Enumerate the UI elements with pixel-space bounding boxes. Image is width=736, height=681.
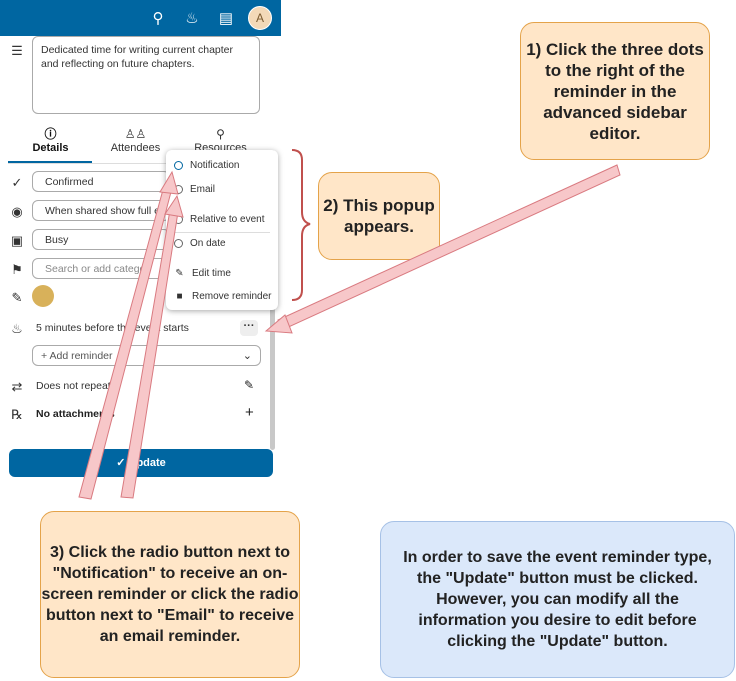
radio-icon[interactable] bbox=[174, 239, 183, 248]
option-label: Edit time bbox=[192, 268, 231, 279]
option-label: Email bbox=[190, 184, 216, 195]
radio-icon[interactable] bbox=[174, 185, 183, 194]
on-date-option[interactable]: On date bbox=[174, 238, 226, 249]
check-icon: ✓ bbox=[116, 457, 129, 469]
top-bar: ⚲ ♨ ▤ A bbox=[0, 0, 281, 36]
repeat-icon: ⇄ bbox=[11, 379, 23, 394]
update-button[interactable]: ✓ Update bbox=[9, 449, 273, 477]
edit-time-option[interactable]: ✎ Edit time bbox=[174, 268, 231, 279]
category-input[interactable]: Search or add categor bbox=[32, 258, 170, 279]
active-tab-indicator bbox=[8, 161, 92, 163]
popup-brace bbox=[291, 149, 311, 301]
callout-note: In order to save the event reminder type… bbox=[380, 521, 735, 678]
repeat-label: Does not repeat bbox=[36, 380, 111, 392]
notification-option[interactable]: Notification bbox=[174, 160, 239, 171]
reminder-options-popup: Notification Email Relative to event On … bbox=[166, 150, 278, 310]
attachments-label: No attachments bbox=[36, 408, 115, 420]
description-field[interactable]: Dedicated time for writing current chapt… bbox=[32, 36, 260, 114]
option-label: On date bbox=[190, 238, 226, 249]
relative-option[interactable]: Relative to event bbox=[174, 214, 265, 225]
option-label: Relative to event bbox=[190, 214, 265, 225]
tag-icon: ⚑ bbox=[11, 262, 23, 277]
add-reminder-label: + Add reminder bbox=[41, 350, 113, 362]
reminder-label: 5 minutes before the event starts bbox=[36, 322, 189, 334]
eyedropper-icon: ✎ bbox=[11, 290, 23, 305]
pin-icon: ⚲ bbox=[216, 127, 225, 141]
people-icon: ♙♙ bbox=[124, 127, 147, 141]
trash-icon: ■ bbox=[176, 291, 183, 302]
tab-label: Details bbox=[32, 142, 69, 154]
callout-step-2: 2) This popup appears. bbox=[318, 172, 440, 260]
pencil-icon[interactable]: ✎ bbox=[244, 378, 255, 392]
callout-step-1: 1) Click the three dots to the right of … bbox=[520, 22, 710, 160]
chevron-down-icon: ⌄ bbox=[242, 350, 252, 362]
briefcase-icon: ▣ bbox=[10, 233, 24, 248]
update-label: Update bbox=[128, 457, 166, 469]
event-color-swatch[interactable] bbox=[32, 285, 54, 307]
avatar[interactable]: A bbox=[248, 6, 272, 30]
contacts-icon[interactable]: ▤ bbox=[218, 10, 234, 27]
visibility-select[interactable]: When shared show full e bbox=[32, 200, 170, 221]
tab-label: Attendees bbox=[110, 142, 161, 154]
search-icon[interactable]: ⚲ bbox=[152, 10, 164, 27]
tab-attendees[interactable]: ♙♙ Attendees bbox=[93, 126, 178, 162]
option-label: Remove reminder bbox=[192, 291, 272, 302]
remove-reminder-option[interactable]: ■ Remove reminder bbox=[174, 291, 271, 302]
description-icon: ☰ bbox=[11, 43, 23, 58]
reminder-more-button[interactable]: ··· bbox=[240, 320, 258, 336]
busy-select[interactable]: Busy bbox=[32, 229, 170, 250]
bell-icon: ♨ bbox=[11, 321, 23, 336]
tab-divider bbox=[8, 163, 270, 164]
pencil-icon: ✎ bbox=[175, 268, 184, 279]
email-option[interactable]: Email bbox=[174, 184, 215, 195]
option-label: Notification bbox=[190, 160, 240, 171]
radio-icon[interactable] bbox=[174, 215, 183, 224]
add-icon[interactable]: + bbox=[245, 404, 254, 421]
add-reminder-select[interactable]: + Add reminder ⌄ bbox=[32, 345, 261, 366]
callout-step-3: 3) Click the radio button next to "Notif… bbox=[40, 511, 300, 678]
eye-icon: ◉ bbox=[11, 204, 23, 219]
menu-divider bbox=[174, 232, 270, 233]
check-icon: ✓ bbox=[11, 175, 23, 190]
paperclip-icon: ℞ bbox=[11, 407, 23, 422]
bell-icon[interactable]: ♨ bbox=[185, 10, 199, 27]
radio-icon[interactable] bbox=[174, 161, 183, 170]
status-select[interactable]: Confirmed bbox=[32, 171, 170, 192]
tab-details[interactable]: ⓘ Details bbox=[8, 126, 93, 162]
info-icon: ⓘ bbox=[44, 127, 57, 141]
